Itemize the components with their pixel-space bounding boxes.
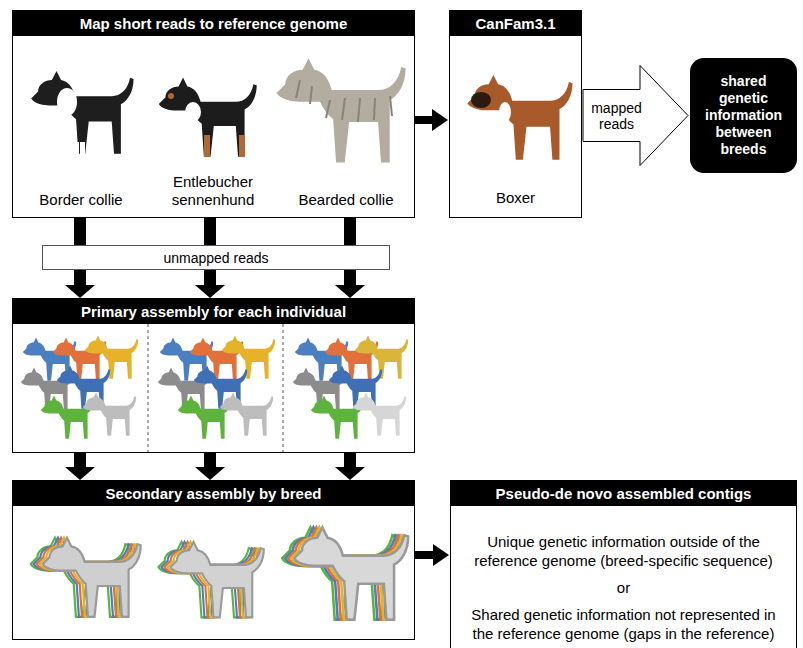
bearded-collie: [277, 58, 406, 162]
arrow-head: [433, 544, 449, 566]
arrow-head: [195, 285, 225, 298]
panel-box: Primary assembly for each individual: [12, 298, 415, 453]
hollow-arrow: [583, 66, 688, 166]
panel-box: CanFam3.1Boxer: [449, 10, 582, 218]
arrow-head: [335, 467, 365, 480]
breed-label: Boxer: [450, 189, 581, 207]
arrow-shaft: [204, 218, 216, 245]
arrow-shaft: [344, 270, 356, 286]
flow-arrow: [583, 66, 688, 166]
panel-heading: Map short reads to reference genome: [13, 11, 414, 36]
arrow-shaft: [204, 270, 216, 286]
breed-label: Bearded collie: [283, 191, 409, 209]
panel-box: Pseudo-de novo assembled contigsUnique g…: [450, 480, 797, 648]
flow-arrow: [415, 544, 449, 566]
panel-heading: Secondary assembly by breed: [13, 481, 414, 506]
merged-dogs: [31, 527, 408, 619]
step-text: unmapped reads: [163, 250, 268, 266]
arrow-head: [432, 109, 448, 131]
entlebucher-dog: [159, 78, 257, 157]
arrow-shaft: [74, 270, 86, 286]
flow-arrow: [415, 109, 448, 131]
border-collie: [31, 71, 133, 160]
arrow-shaft: [204, 453, 216, 468]
arrow-head: [65, 467, 95, 480]
arrow-head: [335, 285, 365, 298]
body-text: Shared genetic information not represent…: [465, 605, 782, 643]
arrow-head: [195, 467, 225, 480]
flow-arrow: [65, 453, 365, 480]
assembled-dogs: [21, 324, 408, 452]
arrow-label: mapped reads: [585, 100, 648, 132]
panel-box: Map short reads to reference genomeBorde…: [12, 10, 415, 218]
arrow-shaft: [74, 218, 86, 245]
result-text: shared genetic information between breed…: [696, 73, 791, 158]
body-text: Unique genetic information outside of th…: [465, 532, 782, 570]
step-box: unmapped reads: [42, 245, 390, 270]
arrow-shaft: [415, 116, 434, 124]
body-text: or: [465, 578, 782, 597]
panel-heading: CanFam3.1: [450, 11, 581, 36]
panel-box: Secondary assembly by breed: [12, 480, 415, 640]
panel-heading: Pseudo-de novo assembled contigs: [451, 481, 796, 506]
result-box: shared genetic information between breed…: [690, 58, 797, 173]
arrow-shaft: [415, 551, 435, 559]
flow-arrow: [74, 218, 356, 245]
flow-arrow: [65, 270, 365, 298]
arrow-shaft: [344, 453, 356, 468]
breed-label: Border collie: [19, 191, 143, 209]
arrow-shaft: [74, 453, 86, 468]
panel-heading: Primary assembly for each individual: [13, 299, 414, 324]
breed-label: Entlebucher sennenhund: [151, 173, 275, 209]
boxer-dog: [467, 75, 572, 160]
arrow-head: [65, 285, 95, 298]
arrow-shaft: [344, 218, 356, 245]
